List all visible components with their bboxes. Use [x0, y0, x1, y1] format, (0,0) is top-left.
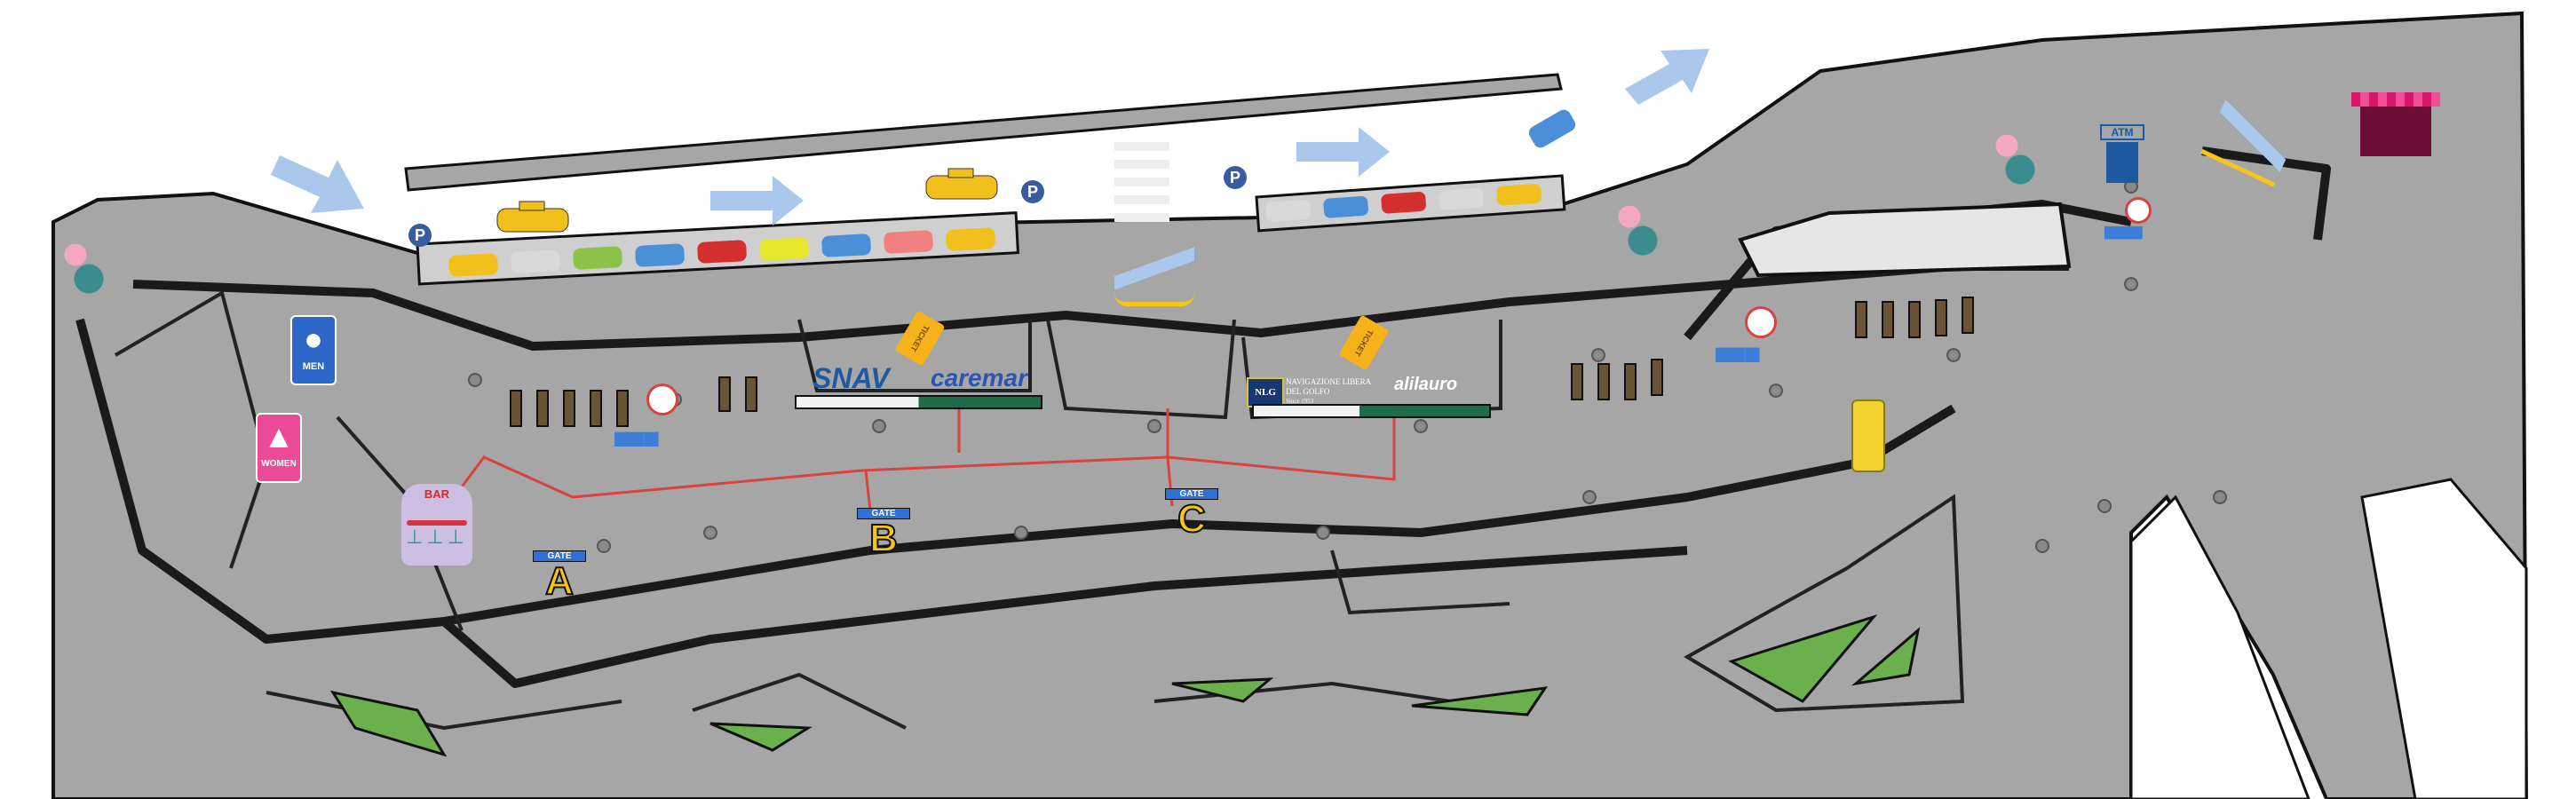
benches	[510, 297, 1974, 427]
direction-arrow-icon	[271, 49, 1709, 225]
atm-sign[interactable]: ATM	[2100, 124, 2144, 183]
awning	[2351, 92, 2440, 107]
bar-stools-icon: ⊥⊥⊥	[406, 526, 468, 548]
gate-c-sign[interactable]: GATE C	[1165, 488, 1218, 541]
clock-icon	[2125, 197, 2152, 224]
water-area	[2129, 494, 2310, 799]
man-icon: ●	[304, 320, 323, 357]
parked-cars	[448, 227, 995, 277]
parking-sign: P	[1021, 180, 1044, 203]
snav-caremar-counter	[795, 395, 1042, 409]
car-icon	[1528, 109, 1576, 148]
men-restroom-sign[interactable]: ● MEN	[290, 315, 337, 385]
gate-b-letter: B	[868, 517, 899, 560]
luggage-icon	[1851, 400, 1885, 472]
waiting-seats-icon: ■■■	[2103, 218, 2144, 247]
men-label: MEN	[302, 361, 325, 372]
clock-icon	[646, 384, 678, 415]
parking-sign: P	[1224, 166, 1247, 189]
bar-counter-icon	[407, 520, 467, 526]
gate-a-label: GATE	[533, 550, 586, 562]
stand-body	[2360, 107, 2431, 156]
entrance-marker-icon	[1114, 240, 1194, 306]
women-restroom-sign[interactable]: ▲ WOMEN	[256, 413, 302, 483]
clock-icon	[1745, 306, 1777, 338]
gate-c-label: GATE	[1165, 488, 1218, 500]
parking-sign: P	[408, 224, 432, 247]
travellers-icon	[1993, 135, 2038, 188]
atm-machine-icon	[2106, 142, 2138, 183]
road-divider	[404, 73, 1563, 192]
interior-walls	[114, 289, 1965, 731]
gate-b-label: GATE	[857, 508, 910, 519]
water-area	[2360, 478, 2528, 799]
green-areas	[329, 614, 1921, 757]
gate-a-sign[interactable]: GATE A	[533, 550, 586, 603]
woman-icon: ▲	[263, 418, 295, 455]
nlg-logo[interactable]: NLG	[1247, 377, 1284, 407]
crosswalk	[1114, 142, 1169, 222]
nlg-name-line-1: NAVIGAZIONE LIBERA	[1286, 377, 1372, 386]
nlg-name: NAVIGAZIONE LIBERA DEL GOLFO Since 1953	[1286, 377, 1371, 407]
waiting-seats-icon: ■■■	[613, 422, 661, 455]
nlg-alilauro-counter	[1252, 404, 1491, 418]
travellers-icon	[1616, 206, 1661, 259]
taxi-icon	[925, 168, 998, 200]
nlg-name-line-2: DEL GOLFO	[1286, 387, 1330, 396]
atm-label: ATM	[2100, 124, 2144, 140]
nlg-since: Since 1953	[1286, 398, 1314, 405]
parking-row-2	[1255, 174, 1566, 233]
waiting-seats-icon: ■■■	[1714, 337, 1762, 371]
walking-route	[456, 408, 1396, 511]
hall-area	[1738, 202, 2072, 278]
alilauro-logo[interactable]: alilauro	[1394, 375, 1458, 394]
bar-label: BAR	[424, 487, 450, 501]
bar-sign[interactable]: BAR ⊥⊥⊥	[401, 484, 472, 566]
newsstand-icon	[2351, 92, 2440, 162]
gate-c-letter: C	[1177, 497, 1207, 541]
caremar-logo[interactable]: caremar	[931, 364, 1027, 392]
travellers-icon	[62, 244, 107, 297]
gate-b-sign[interactable]: GATE B	[857, 508, 910, 560]
taxi-icon	[496, 201, 569, 233]
snav-logo[interactable]: SNAV	[812, 362, 890, 394]
gate-a-letter: A	[544, 559, 575, 603]
women-label: WOMEN	[261, 459, 297, 469]
